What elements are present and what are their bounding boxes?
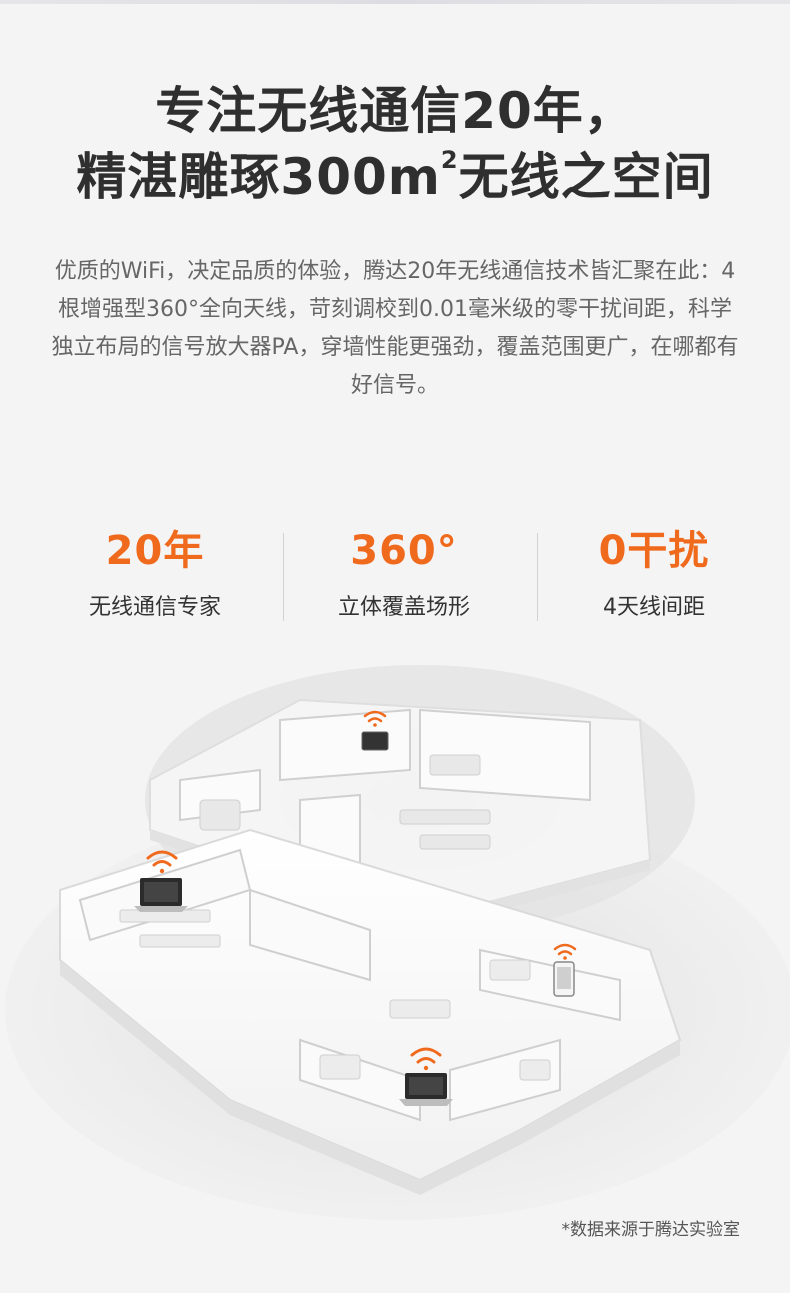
headline-line-2-main: 精湛雕琢300m bbox=[76, 148, 441, 206]
description-paragraph: 优质的WiFi，决定品质的体验，腾达20年无线通信技术皆汇聚在此：4根增强型36… bbox=[51, 259, 739, 398]
stat-years: 20年 无线通信专家 bbox=[40, 525, 270, 623]
smartphone-device-right bbox=[553, 943, 577, 997]
stats-row: 20年 无线通信专家 360° 立体覆盖场形 0干扰 4天线间距 bbox=[0, 525, 790, 625]
stat-divider bbox=[283, 533, 284, 621]
stat-interference-label: 4天线间距 bbox=[603, 595, 705, 620]
wifi-signal-icon bbox=[146, 850, 178, 874]
laptop-device-left bbox=[134, 850, 188, 912]
page-headline: 专注无线通信20年， 精湛雕琢300m2无线之空间 bbox=[0, 78, 790, 210]
stat-coverage: 360° 立体覆盖场形 bbox=[289, 525, 519, 623]
laptop-device-bottom bbox=[399, 1047, 453, 1106]
headline-superscript: 2 bbox=[440, 146, 459, 174]
headline-line-2-tail: 无线之空间 bbox=[458, 148, 714, 206]
laptop-icon bbox=[134, 878, 188, 912]
data-source-footnote: *数据来源于腾达实验室 bbox=[561, 1220, 741, 1240]
headline-line-2: 精湛雕琢300m2无线之空间 bbox=[0, 144, 790, 210]
router-device-upper bbox=[361, 710, 389, 751]
stat-divider bbox=[537, 533, 538, 621]
stat-years-label: 无线通信专家 bbox=[88, 595, 221, 620]
stat-years-value: 20年 bbox=[105, 528, 205, 574]
laptop-icon bbox=[399, 1073, 453, 1106]
lower-floor-furniture bbox=[119, 909, 551, 1081]
wifi-signal-icon bbox=[410, 1047, 442, 1071]
headline-line-1: 专注无线通信20年， bbox=[155, 82, 635, 140]
router-icon bbox=[361, 731, 389, 751]
upper-floor-furniture bbox=[199, 754, 491, 873]
wifi-signal-icon bbox=[553, 943, 577, 960]
stat-coverage-label: 立体覆盖场形 bbox=[337, 595, 470, 620]
top-strip bbox=[0, 0, 790, 4]
stat-interference-value: 0干扰 bbox=[598, 528, 710, 574]
smartphone-icon bbox=[553, 961, 575, 997]
floorplan-illustration bbox=[5, 665, 790, 1220]
wifi-signal-icon bbox=[363, 710, 387, 727]
lower-floor-side bbox=[60, 960, 680, 1195]
stat-coverage-value: 360° bbox=[350, 528, 458, 574]
stat-interference: 0干扰 4天线间距 bbox=[539, 525, 769, 623]
